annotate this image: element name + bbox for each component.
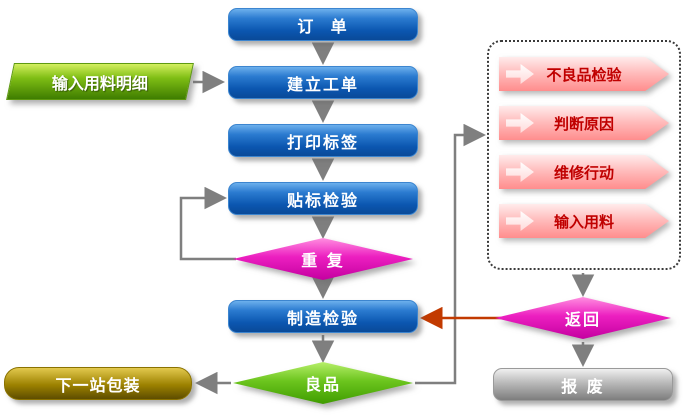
rework-step-defect-inspection: 不良品检验 — [499, 57, 669, 91]
rework-step-judge-cause-label: 判断原因 — [553, 114, 614, 133]
rework-step-judge-cause: 判断原因 — [499, 106, 669, 140]
node-label-inspection: 贴标检验 — [228, 182, 418, 215]
rework-step-repair-action-label: 维修行动 — [553, 163, 614, 182]
arrow-right-icon — [506, 64, 534, 84]
node-manufacturing-inspection: 制造检验 — [228, 300, 418, 333]
node-input-material-detail: 输入用料明细 — [6, 63, 194, 100]
rework-step-repair-action: 维修行动 — [499, 155, 669, 189]
node-repeat-label: 重 复 — [301, 251, 345, 270]
node-scrap-label: 报 废 — [561, 376, 605, 396]
node-order: 订 单 — [228, 8, 418, 41]
arrow-right-icon — [506, 162, 534, 182]
node-manufacturing-inspection-label: 制造检验 — [286, 308, 359, 328]
node-scrap: 报 废 — [493, 368, 673, 401]
arrow-good-to-reworkbox — [415, 123, 486, 385]
node-create-work-order: 建立工单 — [228, 66, 418, 99]
node-create-work-order-label: 建立工单 — [286, 74, 359, 94]
node-order-label: 订 单 — [297, 16, 349, 36]
arrow-right-icon — [506, 211, 534, 231]
node-return-decision: 返回 — [495, 297, 671, 339]
node-input-material-detail-label: 输入用料明细 — [51, 73, 148, 93]
node-print-label-label: 打印标签 — [286, 132, 359, 152]
node-repeat-decision: 重 复 — [233, 238, 413, 280]
node-label-inspection-label: 贴标检验 — [286, 190, 359, 210]
node-print-label: 打印标签 — [228, 124, 418, 157]
node-good-product-decision: 良品 — [233, 362, 413, 404]
rework-group-box: 不良品检验 判断原因 维修行动 输入用料 — [487, 40, 681, 270]
rework-step-input-material-label: 输入用料 — [553, 212, 614, 231]
rework-step-input-material: 输入用料 — [499, 204, 669, 238]
node-next-station-packaging: 下一站包装 — [4, 367, 192, 400]
rework-step-defect-inspection-label: 不良品检验 — [546, 65, 622, 84]
node-next-station-packaging-label: 下一站包装 — [55, 375, 141, 395]
node-good-product-label: 良品 — [304, 375, 341, 394]
arrow-right-icon — [506, 113, 534, 133]
node-return-label: 返回 — [564, 310, 601, 329]
